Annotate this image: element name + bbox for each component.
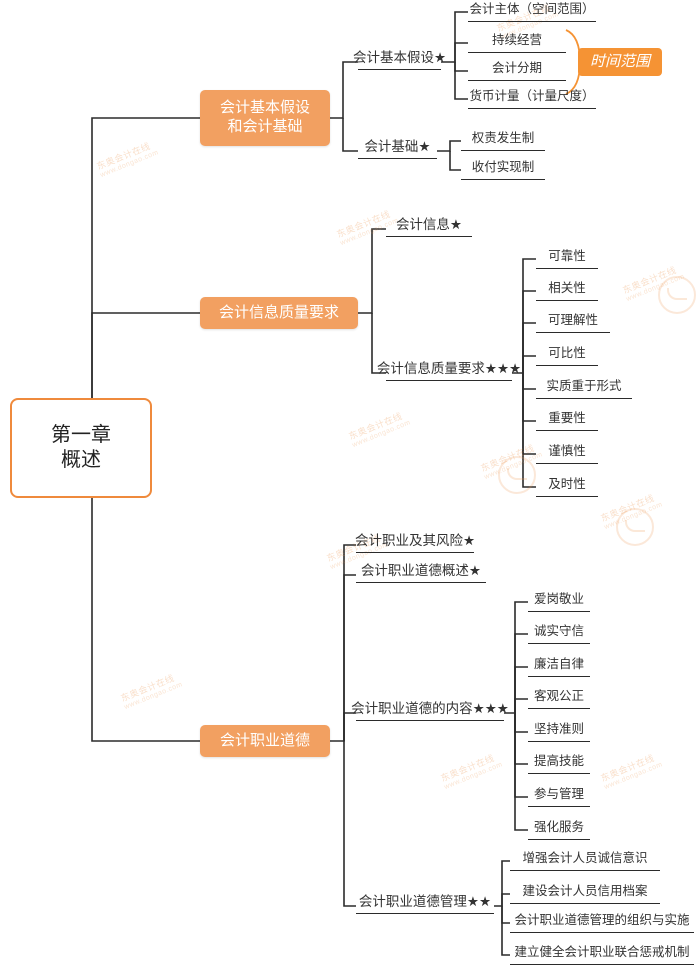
node-timeliness[interactable]: 及时性 [536,475,598,497]
node-strengthen-service[interactable]: 强化服务 [528,818,590,840]
node-ethics-contents[interactable]: 会计职业道德的内容★★★ [351,699,509,721]
node-understandability[interactable]: 可理解性 [536,311,610,333]
node-materiality[interactable]: 重要性 [536,409,598,431]
node-basic-assumptions[interactable]: 会计基本假设★ [353,48,446,70]
node-accounting-entity[interactable]: 会计主体（空间范围） [468,0,596,22]
node-org-and-implementation[interactable]: 会计职业道德管理的组织与实施 [510,911,694,933]
node-build-credit-files[interactable]: 建设会计人员信用档案 [510,882,660,904]
node-prudence[interactable]: 谨慎性 [536,442,598,464]
branch-node-accounting-assumptions[interactable]: 会计基本假设 和会计基础 [200,90,330,146]
node-skill-improvement[interactable]: 提高技能 [528,752,590,774]
branch-node-professional-ethics[interactable]: 会计职业道德 [200,725,330,757]
node-comparability[interactable]: 可比性 [536,344,598,366]
node-profession-and-risk[interactable]: 会计职业及其风险★ [355,531,475,553]
node-dedication[interactable]: 爱岗敬业 [528,590,590,612]
node-cash-basis[interactable]: 收付实现制 [461,158,545,180]
node-honesty[interactable]: 诚实守信 [528,622,590,644]
root-node[interactable]: 第一章 概述 [10,398,152,498]
node-substance-over-form[interactable]: 实质重于形式 [536,377,632,399]
node-accounting-period[interactable]: 会计分期 [468,59,566,81]
node-accounting-basis[interactable]: 会计基础★ [358,137,437,159]
node-quality-requirements[interactable]: 会计信息质量要求★★★ [377,359,521,381]
node-participate-management[interactable]: 参与管理 [528,785,590,807]
node-adherence-to-standards[interactable]: 坚持准则 [528,720,590,742]
node-integrity[interactable]: 廉洁自律 [528,655,590,677]
node-relevance[interactable]: 相关性 [536,279,598,301]
node-enhance-integrity-awareness[interactable]: 增强会计人员诚信意识 [510,849,660,871]
node-ethics-overview[interactable]: 会计职业道德概述★ [356,561,486,583]
node-reliability[interactable]: 可靠性 [536,247,598,269]
branch-node-information-quality[interactable]: 会计信息质量要求 [200,297,358,329]
node-objectivity[interactable]: 客观公正 [528,687,590,709]
node-monetary-measurement[interactable]: 货币计量（计量尺度） [468,87,596,109]
node-ethics-management[interactable]: 会计职业道德管理★★ [356,892,494,914]
node-going-concern[interactable]: 持续经营 [468,31,566,53]
tag-time-range[interactable]: 时间范围 [578,48,662,76]
node-joint-punishment-mechanism[interactable]: 建立健全会计职业联合惩戒机制 [510,943,694,965]
node-accounting-information[interactable]: 会计信息★ [386,215,472,237]
node-accrual-basis[interactable]: 权责发生制 [461,129,545,151]
